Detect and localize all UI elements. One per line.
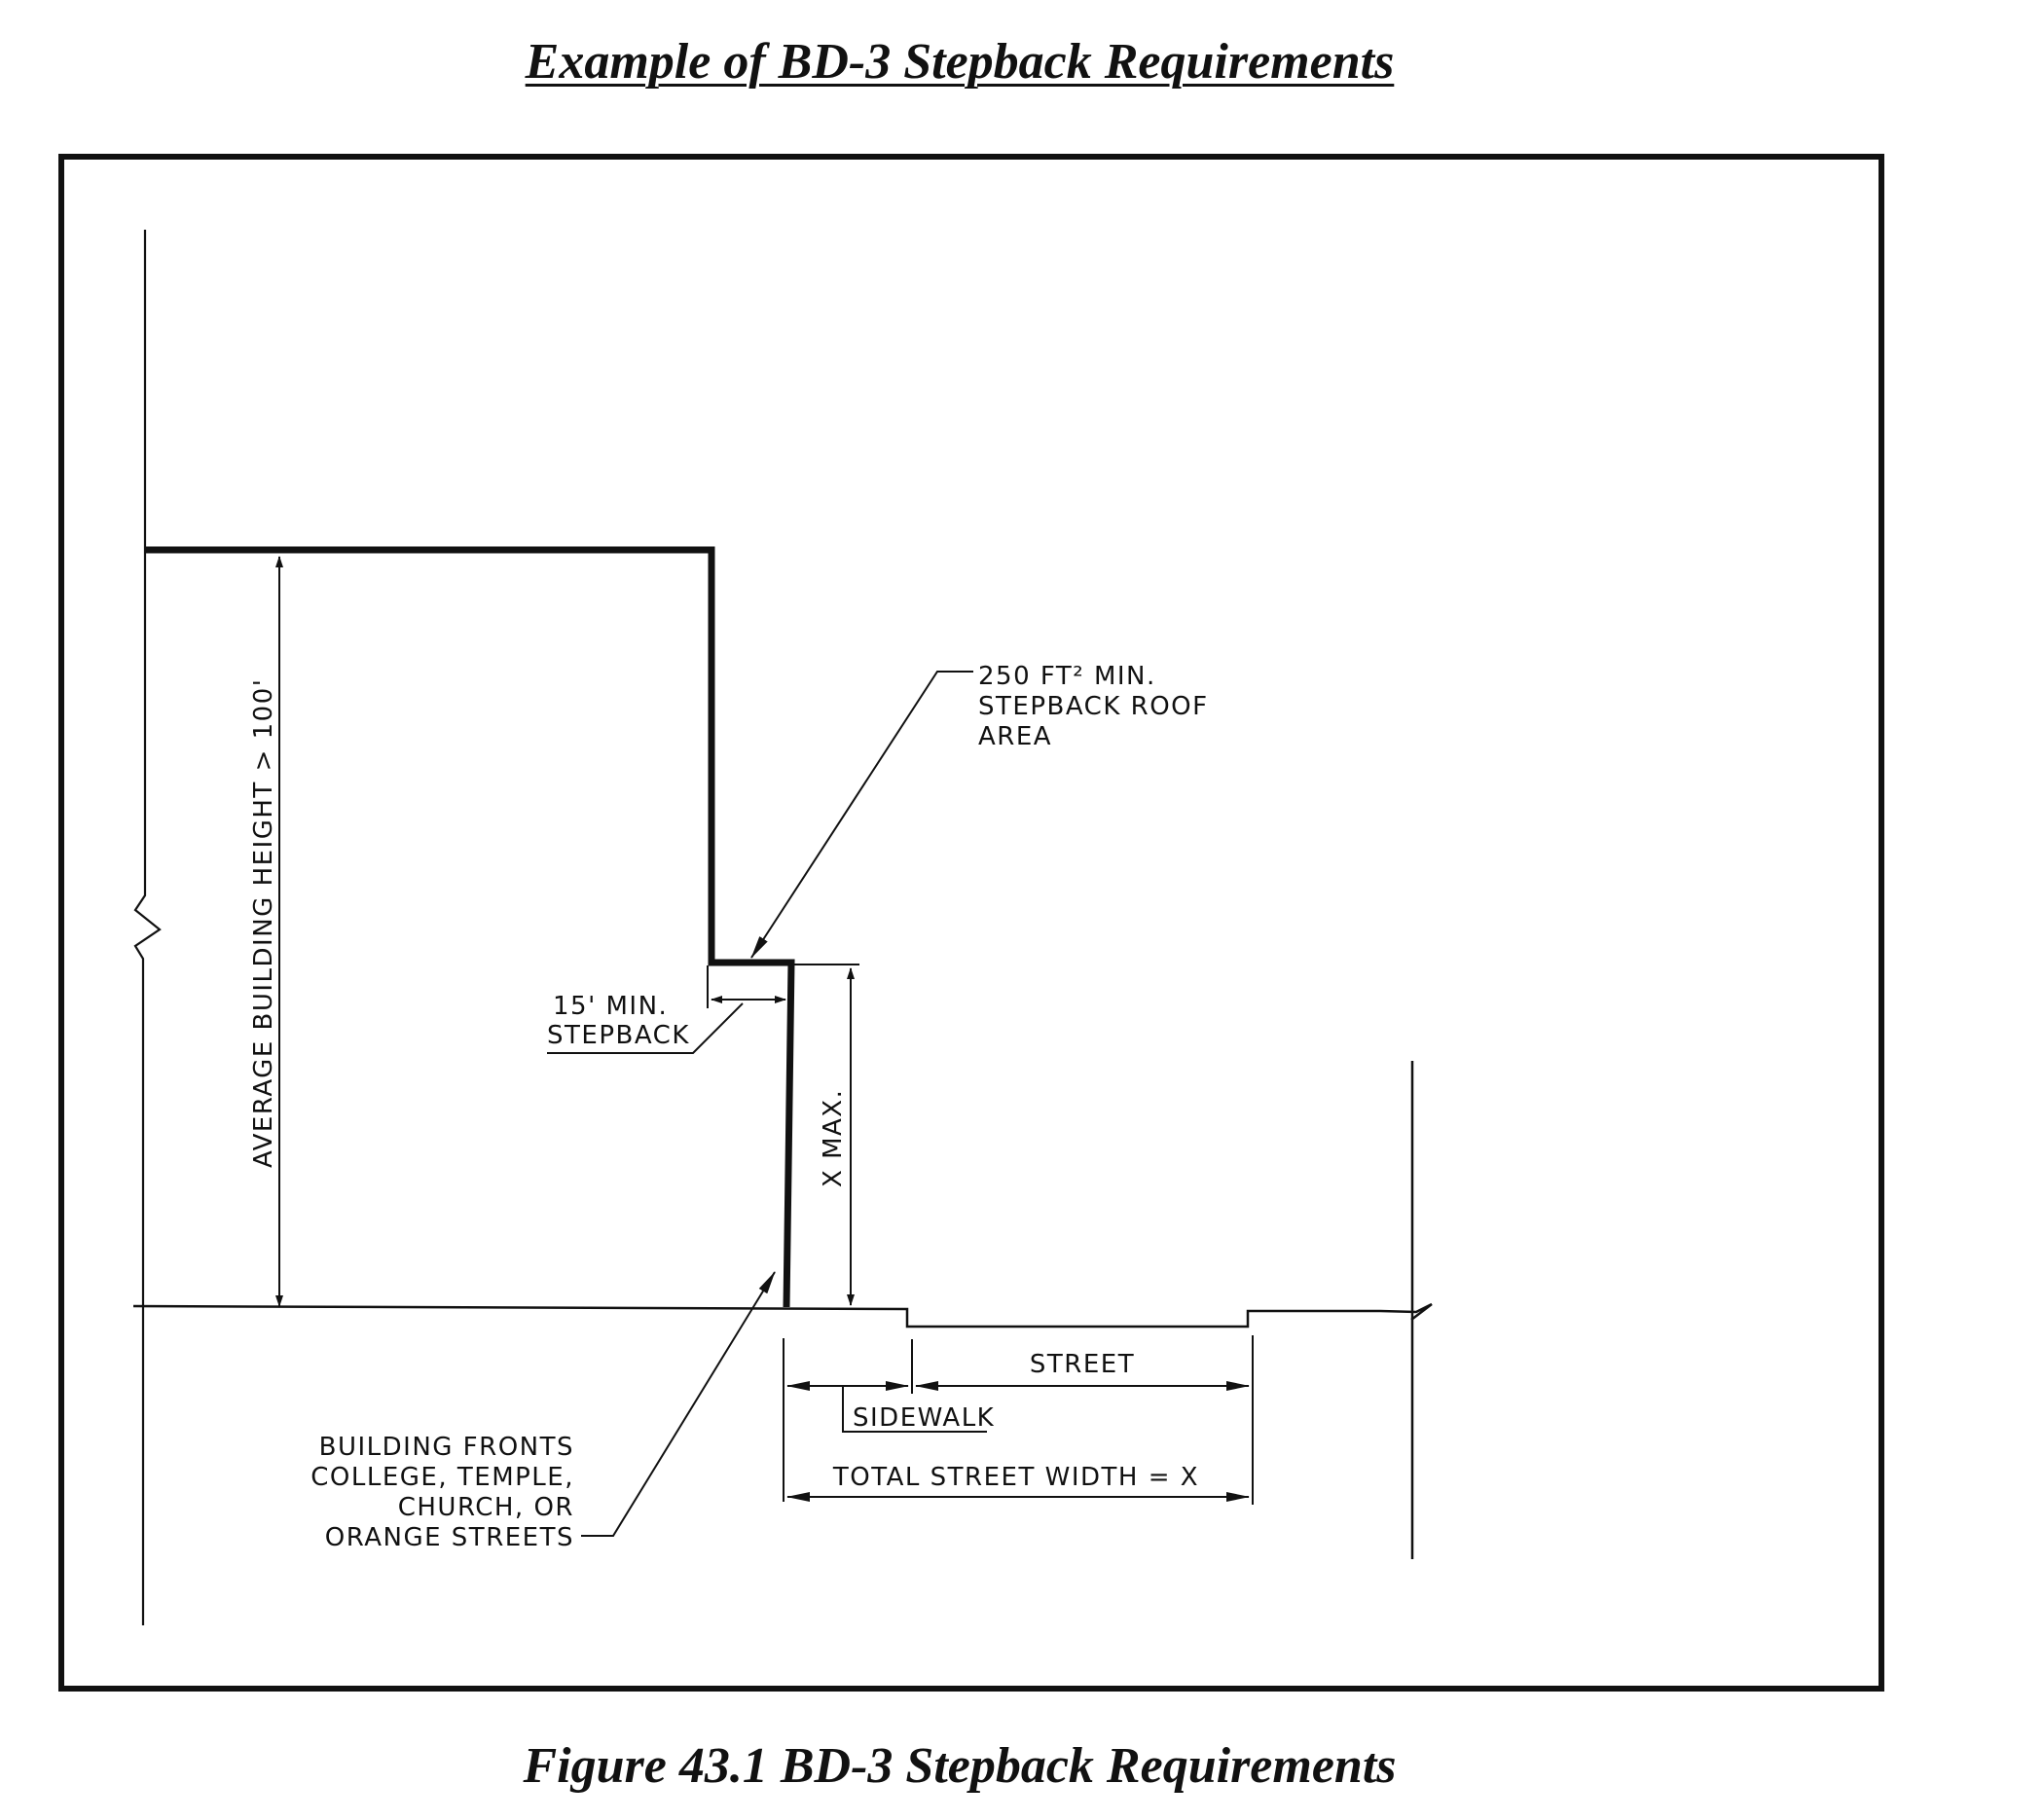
roof-area-leader xyxy=(750,671,973,959)
page-title-text: Example of BD-3 Stepback Requirements xyxy=(525,34,1395,90)
total-width-label: TOTAL STREET WIDTH = X xyxy=(832,1463,1199,1492)
building-fronts-label-line3: CHURCH, OR xyxy=(398,1493,574,1522)
x-max-label: X MAX. xyxy=(819,1089,848,1187)
sidewalk-leader xyxy=(842,1386,987,1433)
ground-line xyxy=(132,1302,1433,1329)
avg-height-label: AVERAGE BUILDING HEIGHT > 100' xyxy=(249,678,278,1168)
sidewalk-label: SIDEWALK xyxy=(853,1403,995,1433)
roof-area-label-line1: 250 FT² MIN. xyxy=(978,662,1156,691)
building-fronts-label-line2: COLLEGE, TEMPLE, xyxy=(310,1463,574,1492)
street-label: STREET xyxy=(1030,1350,1135,1379)
left-property-line xyxy=(133,230,162,1625)
building-outline xyxy=(145,546,795,1308)
building-fronts-leader xyxy=(581,1271,776,1537)
roof-area-label-line3: AREA xyxy=(978,722,1052,751)
roof-area-label-line2: STEPBACK ROOF xyxy=(978,692,1209,721)
building-fronts-label-line4: ORANGE STREETS xyxy=(325,1523,574,1552)
figure-caption: Figure 43.1 BD-3 Stepback Requirements xyxy=(523,1738,1397,1794)
building-fronts-label-line1: BUILDING FRONTS xyxy=(319,1433,574,1462)
stepback-label-line1: 15' MIN. xyxy=(553,992,668,1021)
page-title: Example of BD-3 Stepback Requirements xyxy=(0,33,1919,91)
diagram-frame xyxy=(58,154,1884,1692)
stepback-label-line2: STEPBACK xyxy=(547,1021,690,1050)
stepback-leader xyxy=(547,1002,744,1054)
